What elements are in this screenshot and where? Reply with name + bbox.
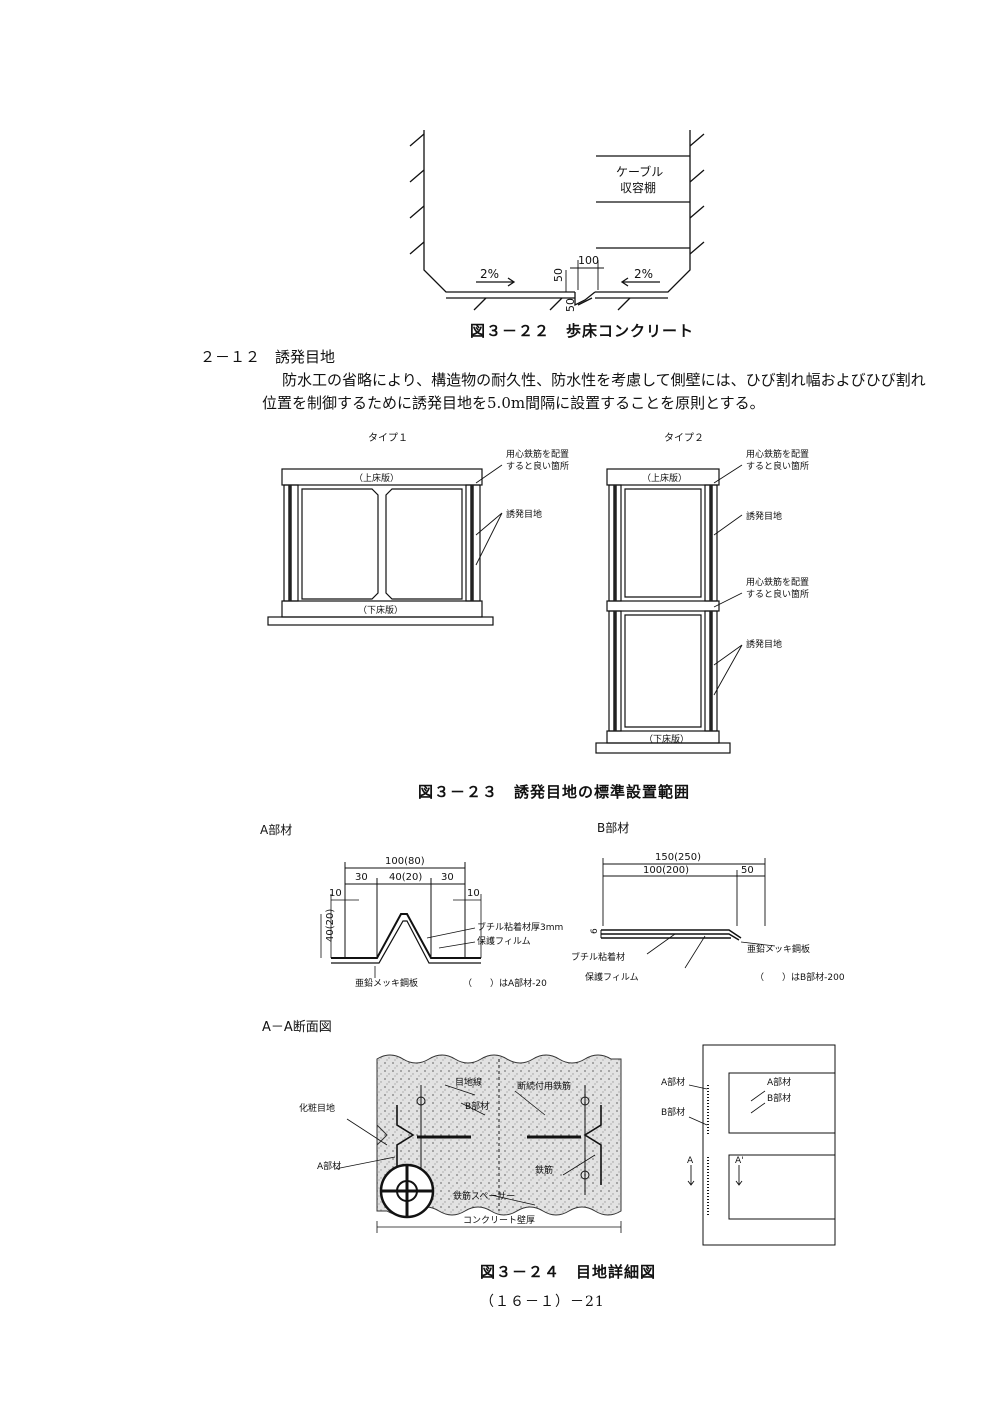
a-dim-40: 40(20) xyxy=(389,872,422,883)
figure-3-23-drawing: タイプ１ タイプ２ （上床版） （下床版） （上床版） （下床版） 用心鉄筋を配… xyxy=(267,432,809,754)
a-note: （ ）はA部材-20 xyxy=(463,977,547,989)
section-heading: ２－１２ 誘発目地 xyxy=(200,348,336,366)
b-film-label: 保護フィルム xyxy=(585,971,639,983)
plan-a-member-1: A部材 xyxy=(661,1076,685,1088)
aa-section-title: A－A断面図 xyxy=(262,1020,332,1035)
dim-100: 100 xyxy=(578,254,599,267)
type2-rebar-note-2b: すると良い箇所 xyxy=(746,588,809,600)
page-number: （１６－１）－21 xyxy=(480,1294,605,1310)
figure-3-24-caption: 図３－２４ 目地詳細図 xyxy=(480,1263,657,1281)
cable-label-1: ケーブル xyxy=(616,164,663,179)
type2-lower-slab: （下床版） xyxy=(644,733,689,745)
a-dim-height: 40(20) xyxy=(325,909,336,942)
a-member-title: A部材 xyxy=(260,822,292,837)
b-dim-50: 50 xyxy=(741,865,754,876)
sec-a-member-label: A部材 xyxy=(317,1160,341,1172)
sec-cosmetic-label: 化粧目地 xyxy=(299,1102,335,1114)
type1-joint-label: 誘発目地 xyxy=(506,508,542,520)
type1-lower-slab: （下床版） xyxy=(358,604,403,616)
type1-title: タイプ１ xyxy=(368,432,408,444)
figure-3-22-drawing: ケーブル 収容棚 2% 2% 100 50 50 xyxy=(409,130,705,312)
sec-joint-line-label: 目地線 xyxy=(455,1076,482,1088)
a-zinc-label: 亜鉛メッキ鋼板 xyxy=(355,977,418,989)
figure-3-24-members: A部材 B部材 100(80) 30 40(20) 30 10 10 40(20… xyxy=(260,820,845,989)
a-dim-30l: 30 xyxy=(355,872,368,883)
sec-b-member-label: B部材 xyxy=(465,1100,489,1112)
b-dim-total: 150(250) xyxy=(655,852,701,863)
figure-3-22-caption: 図３－２２ 歩床コンクリート xyxy=(470,322,695,340)
a-butyl-label: ブチル粘着材厚3mm xyxy=(477,921,563,933)
b-butyl-label: ブチル粘着材 xyxy=(571,951,625,963)
type1-rebar-note-2: すると良い箇所 xyxy=(506,460,569,472)
type2-upper-slab: （上床版） xyxy=(642,472,687,484)
sec-wall-label: コンクリート壁厚 xyxy=(463,1214,535,1226)
plan-a-marker: A xyxy=(687,1156,694,1166)
figure-3-24-section: 化粧目地 A部材 目地線 B部材 断続付用鉄筋 鉄筋 鉄筋スペーサー コンクリー… xyxy=(299,1044,836,1246)
b-note: （ ）はB部材-200 xyxy=(755,971,845,983)
section-paragraph: 防水工の省略により、構造物の耐久性、防水性を考慮して側壁には、ひび割れ幅およびひ… xyxy=(262,371,926,412)
a-dim-10r: 10 xyxy=(467,888,480,899)
dim-50a: 50 xyxy=(552,268,565,282)
slope-left-label: 2% xyxy=(480,267,499,281)
type2-rebar-note-1a: 用心鉄筋を配置 xyxy=(746,448,809,460)
b-dim-100: 100(200) xyxy=(643,865,689,876)
a-dim-30r: 30 xyxy=(441,872,454,883)
type1-rebar-note-1: 用心鉄筋を配置 xyxy=(506,448,569,460)
cable-label-2: 収容棚 xyxy=(620,180,656,195)
sec-spacer-label: 鉄筋スペーサー xyxy=(453,1190,515,1202)
plan-a-prime-marker: A' xyxy=(735,1156,744,1166)
a-dim-10l: 10 xyxy=(329,888,342,899)
b-zinc-label: 亜鉛メッキ鋼板 xyxy=(747,943,810,955)
a-film-label: 保護フィルム xyxy=(477,935,531,947)
sec-rebar-label: 鉄筋 xyxy=(535,1164,553,1176)
plan-b-member-1: B部材 xyxy=(661,1106,685,1118)
type2-rebar-note-1b: 用心鉄筋を配置 xyxy=(746,576,809,588)
b-member-title: B部材 xyxy=(597,820,629,835)
type2-title: タイプ２ xyxy=(664,432,704,444)
plan-b-member-2: B部材 xyxy=(767,1092,791,1104)
b-dim-6: 6 xyxy=(590,928,600,934)
type2-rebar-note-2a: すると良い箇所 xyxy=(746,460,809,472)
type1-upper-slab: （上床版） xyxy=(354,472,399,484)
sec-break-rebar-label: 断続付用鉄筋 xyxy=(517,1080,571,1092)
a-dim-total: 100(80) xyxy=(385,856,425,867)
slope-right-label: 2% xyxy=(634,267,653,281)
type2-joint-label-a: 誘発目地 xyxy=(746,510,782,522)
plan-a-member-2: A部材 xyxy=(767,1076,791,1088)
type2-joint-label-b: 誘発目地 xyxy=(746,638,782,650)
dim-50b: 50 xyxy=(564,298,577,312)
figure-3-23-caption: 図３－２３ 誘発目地の標準設置範囲 xyxy=(418,783,691,801)
